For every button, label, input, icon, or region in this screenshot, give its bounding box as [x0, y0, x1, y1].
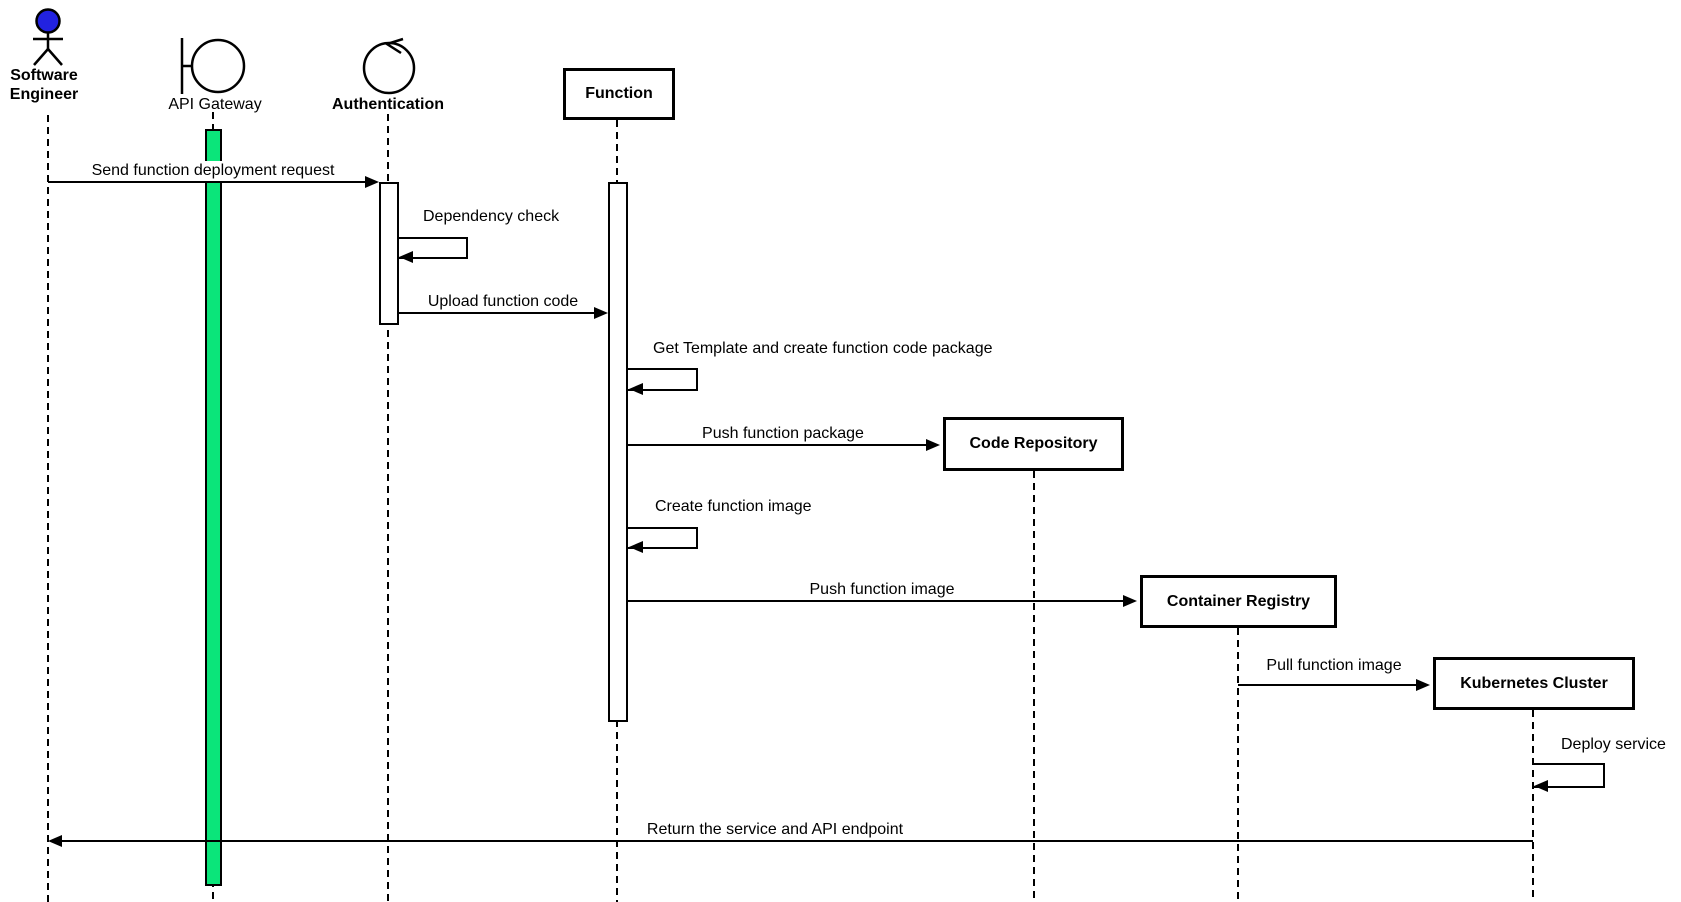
message-line-push-package — [627, 444, 926, 446]
message-label-upload-code: Upload function code — [424, 292, 582, 312]
authentication-activation-bar — [379, 182, 399, 325]
lifeline-authentication — [387, 114, 389, 902]
actor-icon — [33, 8, 63, 66]
arrowhead-return-endpoint — [48, 835, 62, 847]
participant-box-container-registry: Container Registry — [1140, 575, 1337, 628]
message-line-return-endpoint — [62, 840, 1533, 842]
arrowhead-pull-image — [1416, 679, 1430, 691]
message-line-send-request — [48, 181, 366, 183]
control-icon — [362, 37, 416, 95]
message-line-upload-code — [398, 312, 594, 314]
function-activation-bar — [608, 182, 628, 722]
message-label-dependency-check: Dependency check — [420, 207, 563, 227]
message-line-push-image — [627, 600, 1123, 602]
arrowhead-push-image — [1123, 595, 1137, 607]
message-label-push-package: Push function package — [699, 424, 867, 444]
self-message-deploy-service — [1533, 763, 1605, 788]
message-label-deploy-service: Deploy service — [1558, 735, 1669, 755]
self-message-create-image — [628, 527, 698, 549]
message-label-send-request: Send function deployment request — [88, 161, 338, 181]
lifeline-code-repository — [1033, 471, 1035, 902]
participant-label-container-registry: Container Registry — [1166, 592, 1311, 610]
self-message-get-template — [628, 368, 698, 391]
participant-box-code-repository: Code Repository — [943, 417, 1124, 471]
participant-label-code-repository: Code Repository — [969, 435, 1098, 452]
arrowhead-send-request — [365, 176, 379, 188]
arrowhead-deploy-service — [1534, 780, 1548, 792]
message-label-return-endpoint: Return the service and API endpoint — [643, 820, 907, 840]
participant-box-kubernetes-cluster: Kubernetes Cluster — [1433, 657, 1635, 710]
api-gateway-activation-bar — [205, 129, 222, 886]
participant-label-authentication: Authentication — [332, 96, 444, 113]
self-message-dependency-check — [398, 237, 468, 259]
arrowhead-dependency-check — [399, 251, 413, 263]
participant-box-function: Function — [563, 68, 675, 120]
lifeline-kubernetes-cluster — [1532, 710, 1534, 902]
arrowhead-push-package — [926, 439, 940, 451]
participant-label-kubernetes-cluster: Kubernetes Cluster — [1460, 674, 1608, 692]
arrowhead-create-image — [629, 541, 643, 553]
lifeline-software-engineer — [47, 115, 49, 902]
participant-label-function: Function — [585, 85, 653, 102]
lifeline-container-registry — [1237, 628, 1239, 902]
boundary-icon — [180, 38, 246, 94]
message-line-pull-image — [1238, 684, 1416, 686]
message-label-get-template: Get Template and create function code pa… — [650, 339, 996, 359]
arrowhead-get-template — [629, 383, 643, 395]
message-label-push-image: Push function image — [806, 580, 958, 600]
actor-head — [35, 8, 61, 34]
participant-label-software-engineer: Software Engineer — [9, 67, 79, 103]
message-label-create-image: Create function image — [652, 497, 815, 517]
message-label-pull-image: Pull function image — [1263, 656, 1405, 676]
arrowhead-upload-code — [594, 307, 608, 319]
participant-label-api-gateway: API Gateway — [168, 96, 262, 113]
